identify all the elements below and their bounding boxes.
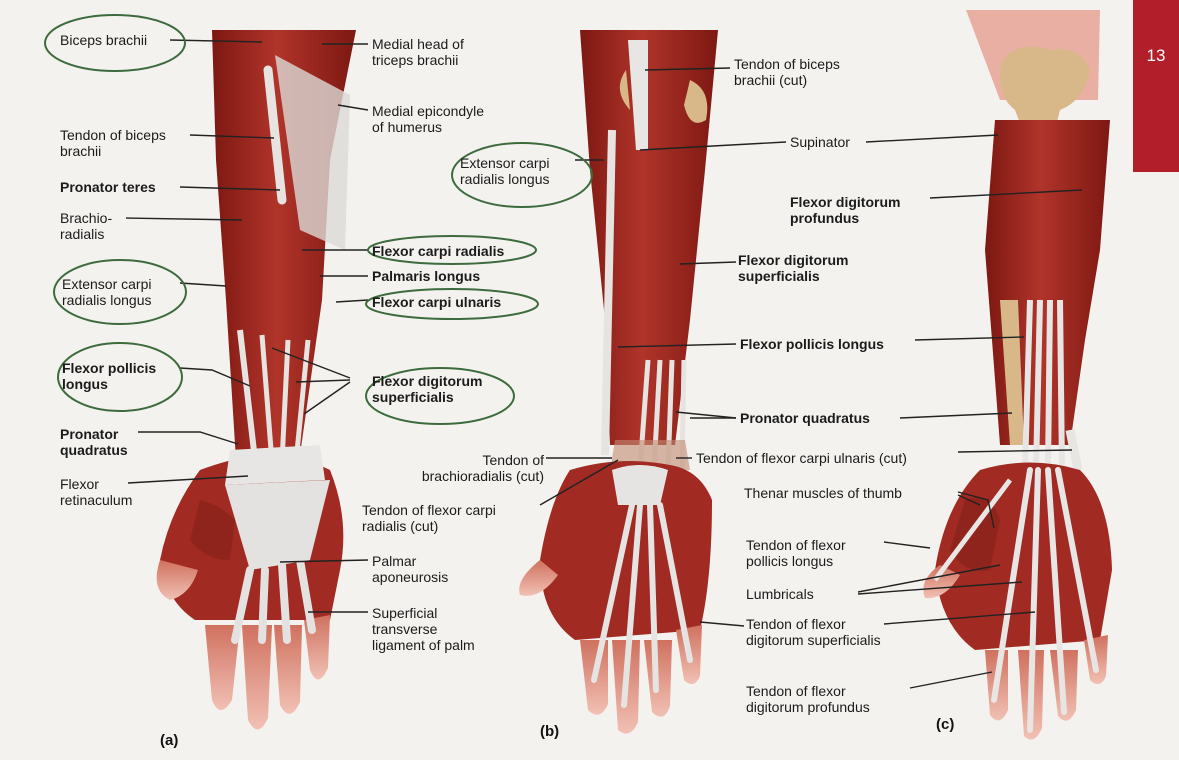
label-tendon-fcr-cut: Tendon of flexor carpi radialis (cut) bbox=[362, 502, 496, 534]
label-flexor-pollicis-longus-b: Flexor pollicis longus bbox=[740, 336, 884, 352]
label-pronator-quadratus-a: Pronator quadratus bbox=[60, 426, 128, 458]
label-flexor-retinaculum: Flexor retinaculum bbox=[60, 476, 133, 508]
panel-letter-a: (a) bbox=[160, 732, 179, 749]
label-biceps-brachii: Biceps brachii bbox=[60, 32, 148, 48]
label-tendon-biceps: Tendon of biceps brachii bbox=[60, 127, 166, 159]
label-brachioradialis: Brachio- radialis bbox=[60, 210, 113, 242]
leader-lines bbox=[125, 39, 1083, 689]
label-medial-head-triceps: Medial head of triceps brachii bbox=[372, 36, 464, 68]
arm-a bbox=[156, 30, 356, 730]
label-pronator-quadratus-b: Pronator quadratus bbox=[740, 410, 870, 426]
label-palmaris-longus: Palmaris longus bbox=[372, 268, 481, 284]
arm-c bbox=[923, 10, 1112, 740]
label-flexor-carpi-ulnaris: Flexor carpi ulnaris bbox=[372, 294, 502, 310]
chapter-tab: 13 bbox=[1133, 0, 1179, 172]
label-tendon-brachioradialis: Tendon of brachioradialis (cut) bbox=[421, 452, 544, 484]
label-pronator-teres: Pronator teres bbox=[60, 179, 156, 195]
label-flexor-pollicis-longus-a: Flexor pollicis longus bbox=[62, 360, 157, 392]
label-tendon-biceps-cut: Tendon of biceps brachii (cut) bbox=[734, 56, 840, 88]
highlight-circles bbox=[44, 14, 593, 425]
panel-letter-b: (b) bbox=[540, 723, 560, 740]
label-tendon-fpl: Tendon of flexor pollicis longus bbox=[746, 537, 846, 569]
label-medial-epicondyle: Medial epicondyle of humerus bbox=[372, 103, 485, 135]
panel-letter-c: (c) bbox=[936, 716, 955, 733]
label-tendon-fds: Tendon of flexor digitorum superficialis bbox=[746, 616, 881, 648]
label-flexor-digitorum-sup-b: Flexor digitorum superficialis bbox=[738, 252, 849, 284]
label-thenar-muscles: Thenar muscles of thumb bbox=[744, 485, 902, 501]
label-tendon-fcu-cut: Tendon of flexor carpi ulnaris (cut) bbox=[696, 450, 907, 466]
label-lumbricals: Lumbricals bbox=[746, 586, 814, 602]
label-supinator: Supinator bbox=[790, 134, 850, 150]
label-flexor-digitorum-sup-a: Flexor digitorum superficialis bbox=[372, 373, 483, 405]
label-extensor-carpi-rl-a: Extensor carpi radialis longus bbox=[62, 276, 152, 308]
label-flexor-digitorum-prof: Flexor digitorum profundus bbox=[790, 194, 901, 226]
chapter-number: 13 bbox=[1146, 46, 1166, 65]
label-superficial-transverse: Superficial transverse ligament of palm bbox=[372, 605, 475, 653]
arm-b bbox=[519, 30, 718, 734]
label-tendon-fdp: Tendon of flexor digitorum profundus bbox=[746, 683, 870, 715]
label-extensor-carpi-rl-b: Extensor carpi radialis longus bbox=[460, 155, 550, 187]
label-palmar-aponeurosis: Palmar aponeurosis bbox=[372, 553, 449, 585]
label-flexor-carpi-radialis: Flexor carpi radialis bbox=[372, 243, 505, 259]
